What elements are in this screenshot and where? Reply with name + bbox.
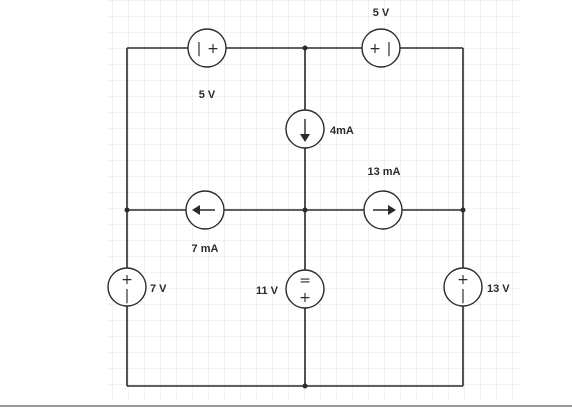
junction-nodes [124, 45, 466, 389]
sign-minus: | [461, 288, 466, 304]
current-source-right-horizontal [363, 190, 403, 230]
sign-plus: + [369, 41, 381, 57]
current-source-left-horizontal [185, 190, 225, 230]
label-voltage-left: 7 V [150, 283, 167, 295]
sign-minus: | [197, 41, 202, 57]
voltage-source-top-left: | + [187, 28, 227, 68]
sign-plus: + [299, 290, 311, 306]
label-current-left: 7 mA [192, 243, 219, 255]
label-voltage-center: 11 V [256, 285, 279, 297]
label-voltage-top-left: 5 V [199, 89, 216, 101]
current-source-center-vertical [285, 109, 325, 149]
grid-background [108, 0, 520, 400]
wires [126, 47, 464, 387]
sign-minus: | [387, 41, 392, 57]
bottom-divider [0, 405, 572, 407]
label-current-center: 4mA [330, 125, 354, 137]
arrow-right-icon [388, 205, 396, 215]
label-voltage-right: 13 V [487, 283, 510, 295]
voltage-source-right: + | [443, 267, 483, 307]
sign-plus: + [121, 272, 133, 288]
arrow-left-icon [192, 205, 200, 215]
sign-plus: + [207, 41, 219, 57]
voltage-source-left: + | [107, 267, 147, 307]
label-current-right: 13 mA [367, 166, 400, 178]
sign-minus: = [299, 273, 311, 289]
voltage-source-center: = + [285, 269, 325, 309]
label-voltage-top-right: 5 V [373, 7, 390, 19]
sign-minus: | [125, 288, 130, 304]
voltage-source-top-right: + | [361, 28, 401, 68]
sign-plus: + [457, 272, 469, 288]
arrow-down-icon [300, 134, 310, 142]
